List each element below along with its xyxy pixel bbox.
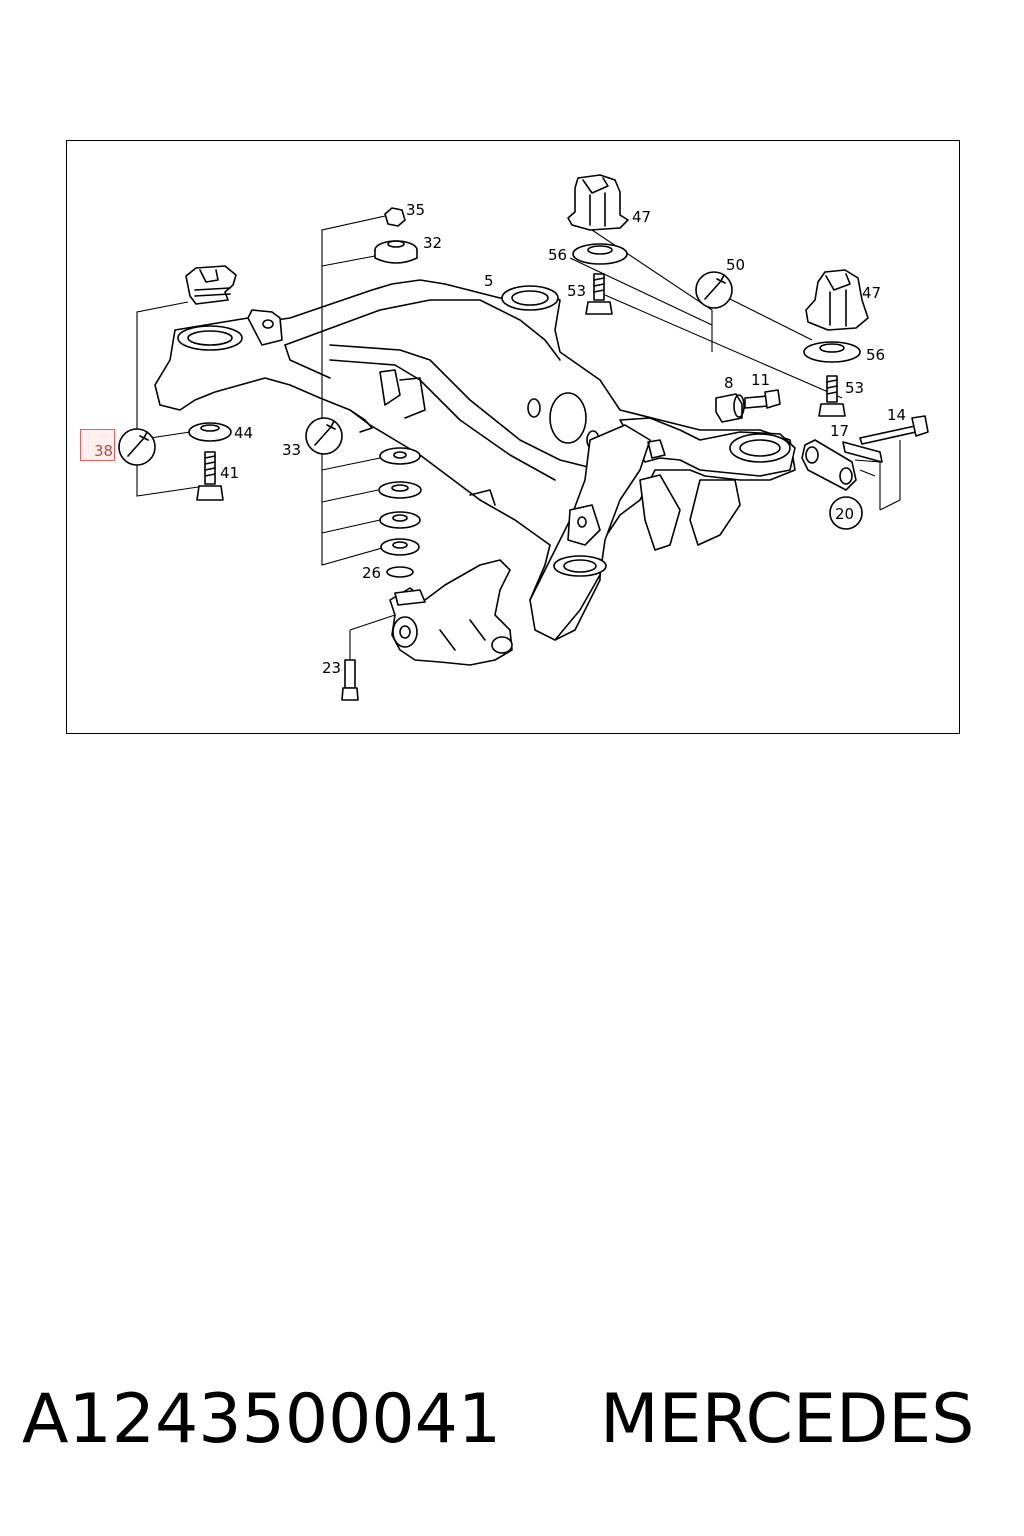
washer-56-upper — [572, 243, 628, 265]
callout-14: 14 — [887, 406, 906, 424]
callout-47: 47 — [862, 284, 881, 302]
brand-name: MERCEDES — [600, 1380, 975, 1459]
rear-axle-subframe — [154, 279, 796, 641]
callout-56: 56 — [866, 346, 885, 364]
callout-53: 53 — [845, 379, 864, 397]
callout-26: 26 — [362, 564, 381, 582]
mount-32 — [374, 240, 418, 264]
callout-50: 50 — [726, 256, 745, 274]
bolt-14 — [859, 415, 929, 445]
callout-44: 44 — [234, 424, 253, 442]
bolt-41 — [196, 451, 224, 501]
callout-23: 23 — [322, 659, 341, 677]
callout-11: 11 — [751, 371, 770, 389]
callout-47: 47 — [632, 208, 651, 226]
wrench-icon[interactable] — [695, 271, 733, 309]
differential-mount — [389, 559, 513, 666]
callout-20: 20 — [835, 505, 854, 523]
link-plate-20 — [801, 439, 857, 491]
highlighted-callout-box[interactable] — [80, 429, 115, 461]
diagram-frame — [66, 140, 960, 734]
callout-33: 33 — [282, 441, 301, 459]
callout-5: 5 — [484, 272, 494, 290]
mount-top-left — [185, 265, 237, 305]
washer-56-right — [803, 341, 861, 363]
part-number: A1243500041 — [22, 1380, 502, 1459]
bolt-53-upper — [585, 273, 613, 315]
bushing-8 — [715, 393, 745, 423]
mount-47-right — [805, 269, 869, 331]
washer-26 — [386, 566, 414, 578]
callout-8: 8 — [724, 374, 734, 392]
callout-17: 17 — [830, 422, 849, 440]
mount-44 — [188, 422, 232, 442]
callout-53: 53 — [567, 282, 586, 300]
bolt-23 — [341, 659, 359, 701]
bolt-53-right — [818, 375, 846, 417]
callout-labels: 35 32 5 47 56 53 50 47 56 8 11 53 14 17 … — [94, 201, 906, 677]
footer-caption: A1243500041 MERCEDES — [22, 1370, 1012, 1470]
callout-38: 38 — [94, 442, 113, 460]
callout-56: 56 — [548, 246, 567, 264]
wrench-icon[interactable] — [305, 417, 343, 455]
callout-circle-icon — [829, 496, 863, 530]
washer-stack-33 — [378, 447, 422, 556]
wrench-icon[interactable] — [118, 428, 156, 466]
mount-47-upper — [567, 174, 629, 231]
callout-35: 35 — [406, 201, 425, 219]
callout-41: 41 — [220, 464, 239, 482]
nut-35 — [384, 207, 406, 227]
bolt-11 — [744, 389, 781, 409]
link-17 — [842, 441, 883, 463]
callout-32: 32 — [423, 234, 442, 252]
